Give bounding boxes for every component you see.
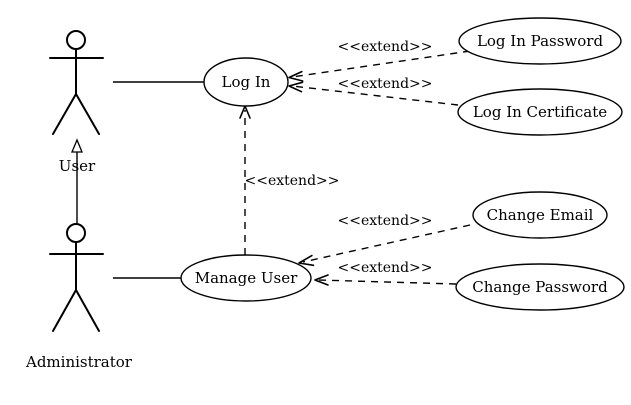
use-case-manage-user[interactable]: Manage User xyxy=(180,254,312,302)
extend-arrow-password-manage xyxy=(314,274,457,286)
use-case-log-in-certificate[interactable]: Log In Certificate xyxy=(457,88,623,136)
extend-arrow-certificate-login xyxy=(288,81,459,106)
extend-arrow-password-login xyxy=(288,50,471,82)
use-case-manage-user-label: Manage User xyxy=(195,269,298,287)
use-case-log-in-label: Log In xyxy=(222,73,271,91)
use-case-log-in-certificate-label: Log In Certificate xyxy=(473,103,607,121)
actor-administrator-label: Administrator xyxy=(25,353,133,371)
extend-label-email-manage: <<extend>> xyxy=(338,213,433,229)
extend-label-password-login: <<extend>> xyxy=(338,39,433,55)
use-case-change-password[interactable]: Change Password xyxy=(455,263,625,311)
generalization-administrator-user xyxy=(71,138,83,224)
extend-label-password-manage: <<extend>> xyxy=(338,260,433,276)
use-case-change-email[interactable]: Change Email xyxy=(472,191,608,239)
use-case-log-in-password-label: Log In Password xyxy=(477,32,604,50)
extend-label-certificate-login: <<extend>> xyxy=(338,76,433,92)
actor-administrator xyxy=(49,223,104,332)
extend-label-manage-login: <<extend>> xyxy=(245,173,340,189)
actor-user xyxy=(49,30,104,135)
use-case-change-password-label: Change Password xyxy=(472,278,608,296)
use-case-change-email-label: Change Email xyxy=(487,206,594,224)
extend-arrow-email-manage xyxy=(298,224,471,267)
use-case-log-in[interactable]: Log In xyxy=(203,57,289,107)
use-case-log-in-password[interactable]: Log In Password xyxy=(458,17,622,65)
